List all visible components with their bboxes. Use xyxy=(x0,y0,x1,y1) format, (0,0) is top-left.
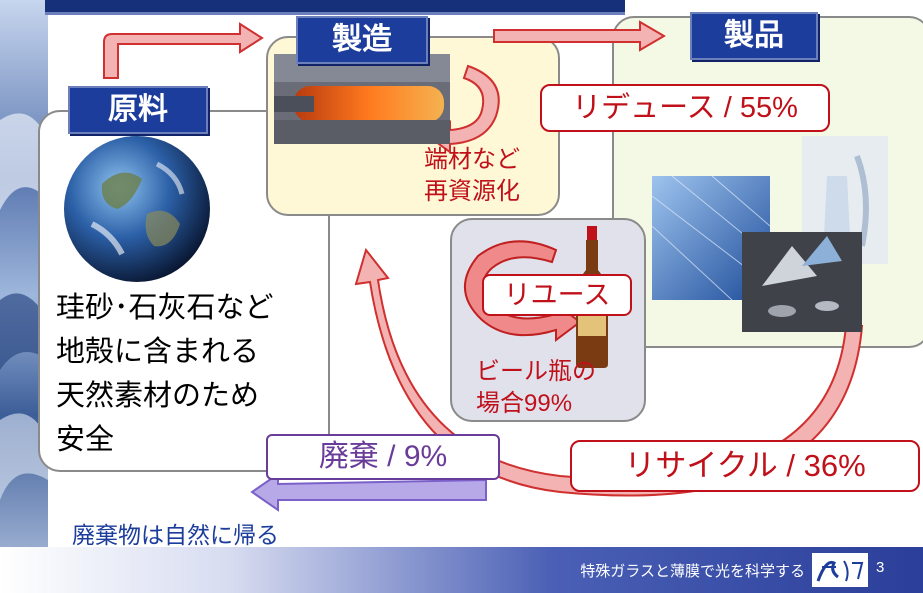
raw-material-description: 珪砂･石灰石など 地殻に含まれる 天然素材のため 安全 xyxy=(56,286,274,462)
disposal-arrow xyxy=(250,472,487,512)
offcut-line: 端材など xyxy=(424,146,520,173)
disposal-label: 廃棄 / 9% xyxy=(266,434,500,480)
title-bar-remnant xyxy=(45,0,625,15)
footer-gradient xyxy=(0,547,923,593)
raw-text-line: 珪砂･石灰石など xyxy=(56,292,274,324)
waste-returns-to-nature-text: 廃棄物は自然に帰る xyxy=(72,522,279,548)
product-photos xyxy=(652,136,888,332)
stage-header-raw: 原料 xyxy=(68,86,208,134)
recycle-label: リサイクル / 36% xyxy=(570,440,920,492)
offcut-recycling-text: 端材など 再資源化 xyxy=(424,144,520,208)
molten-glass-photo xyxy=(274,54,450,144)
company-logo xyxy=(812,553,868,587)
arrow-manufacture-to-product xyxy=(493,20,666,52)
earth-image xyxy=(64,136,210,282)
beer-line: ビール瓶の xyxy=(476,358,596,385)
footer-tagline: 特殊ガラスと薄膜で光を科学する xyxy=(580,563,805,580)
arrow-raw-to-manufacture xyxy=(103,22,264,79)
beer-line: 場合99% xyxy=(476,390,573,417)
reuse-label: リユース xyxy=(482,274,632,316)
page-number: 3 xyxy=(876,559,885,576)
optical-prisms-photo xyxy=(742,232,862,332)
stage-header-product: 製品 xyxy=(690,12,818,60)
footer-bar: 特殊ガラスと薄膜で光を科学する 3 xyxy=(0,547,923,593)
beer-bottle-text: ビール瓶の 場合99% xyxy=(476,356,596,420)
raw-text-line: 安全 xyxy=(56,424,115,456)
raw-text-line: 天然素材のため xyxy=(56,380,260,412)
reduce-label: リデュース / 55% xyxy=(540,84,830,132)
offcut-line: 再資源化 xyxy=(424,178,520,205)
stage-header-manufacture: 製造 xyxy=(296,16,428,64)
raw-text-line: 地殻に含まれる xyxy=(56,336,260,368)
